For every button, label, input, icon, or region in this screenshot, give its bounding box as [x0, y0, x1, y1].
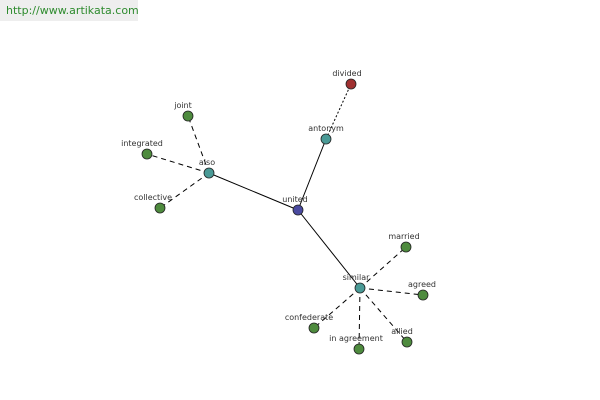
node-allied[interactable]: allied	[391, 327, 413, 348]
node-dot-similar[interactable]	[354, 282, 366, 294]
node-label-agreed: agreed	[408, 280, 436, 289]
node-label-married: married	[388, 232, 419, 241]
node-agreed[interactable]: agreed	[408, 280, 436, 301]
node-label-confederate: confederate	[285, 313, 333, 322]
node-in-agreement[interactable]: in agreement	[329, 334, 383, 355]
node-label-allied: allied	[391, 327, 413, 336]
node-joint[interactable]: joint	[173, 101, 194, 122]
edge-similar-in-agreement	[358, 287, 361, 350]
graph-nodes: united also antonym similar divided joint inte…	[121, 69, 436, 355]
edge-also-integrated	[146, 153, 210, 174]
node-integrated[interactable]: integrated	[121, 139, 163, 160]
node-label-collective: collective	[134, 193, 172, 202]
node-dot-antonym[interactable]	[320, 133, 332, 145]
node-label-antonym: antonym	[308, 124, 344, 133]
node-married[interactable]: married	[388, 232, 420, 253]
node-dot-confederate[interactable]	[308, 322, 320, 334]
edge-similar-allied	[359, 287, 408, 343]
node-dot-also[interactable]	[203, 167, 215, 179]
node-dot-married[interactable]	[400, 241, 412, 253]
node-dot-allied[interactable]	[401, 336, 413, 348]
graph-edges	[146, 83, 424, 350]
source-url-watermark: http://www.artikata.com	[0, 0, 139, 21]
edge-similar-agreed	[359, 287, 424, 296]
node-dot-in-agreement[interactable]	[353, 343, 365, 355]
edge-united-similar	[297, 209, 361, 289]
node-dot-joint[interactable]	[182, 110, 194, 122]
node-label-similar: similar	[343, 273, 371, 282]
node-label-divided: divided	[332, 69, 361, 78]
edge-similar-confederate	[313, 287, 361, 329]
edge-united-antonym	[297, 138, 327, 211]
node-dot-agreed[interactable]	[417, 289, 429, 301]
node-label-also: also	[199, 158, 215, 167]
node-label-integrated: integrated	[121, 139, 163, 148]
node-label-joint: joint	[173, 101, 192, 110]
node-collective[interactable]: collective	[134, 193, 172, 214]
node-dot-divided[interactable]	[345, 78, 357, 90]
edge-united-also	[208, 172, 299, 211]
node-antonym[interactable]: antonym	[308, 124, 344, 145]
node-divided[interactable]: divided	[332, 69, 362, 90]
node-also[interactable]: also	[199, 158, 215, 179]
node-confederate[interactable]: confederate	[285, 313, 333, 334]
node-label-in-agreement: in agreement	[329, 334, 383, 343]
edge-also-collective	[159, 172, 210, 209]
node-dot-integrated[interactable]	[141, 148, 153, 160]
node-dot-united[interactable]	[292, 204, 304, 216]
node-label-united: united	[282, 195, 308, 204]
node-united[interactable]: united	[282, 195, 308, 216]
node-dot-collective[interactable]	[154, 202, 166, 214]
edge-also-joint	[187, 115, 210, 174]
node-similar[interactable]: similar	[343, 273, 371, 294]
edge-similar-married	[359, 246, 407, 289]
